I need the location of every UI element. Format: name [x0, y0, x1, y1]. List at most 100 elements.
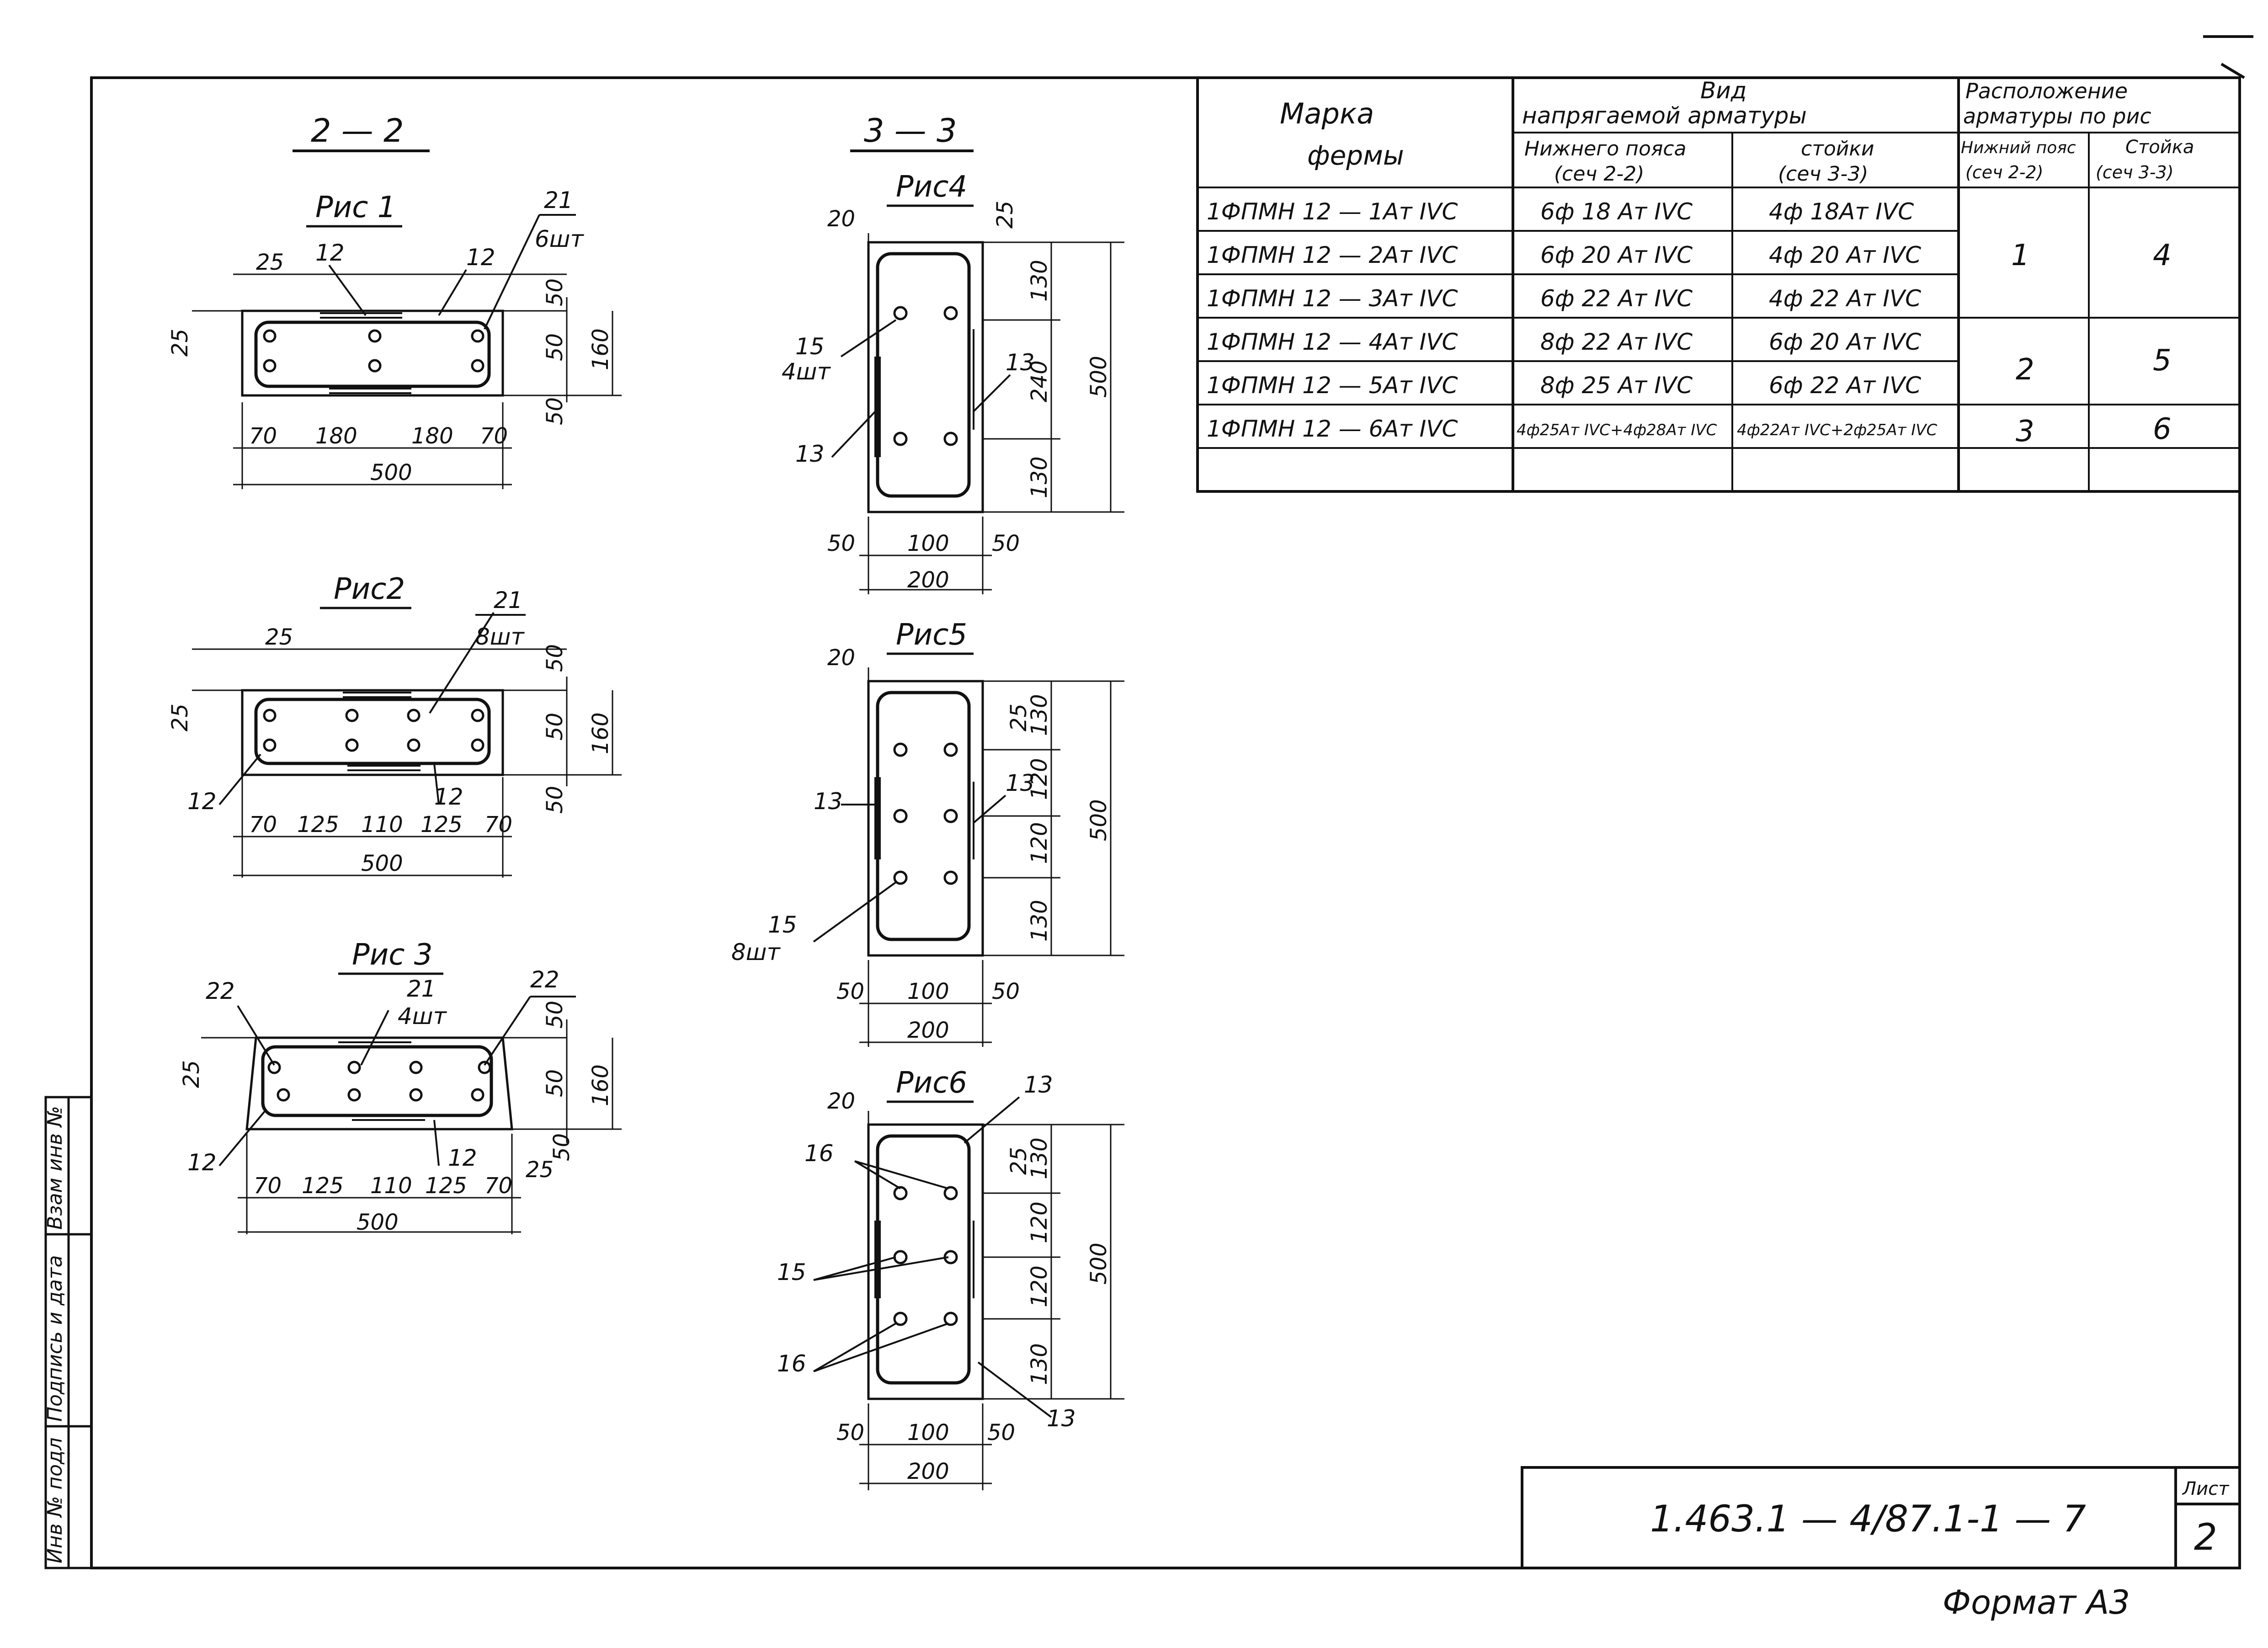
figure-6-dim-bottom-total: 200	[907, 1459, 949, 1484]
reinforcement-table: Марка фермы Вид напрягаемой арматуры Ниж…	[1196, 76, 2241, 493]
table-row-2-low: 6ф 20 Ат IVС	[1540, 242, 1693, 268]
figure-5-dim-right-4: 120	[1027, 822, 1052, 864]
figure-5-dim-right-5: 130	[1027, 900, 1052, 942]
table-header-loc-2: арматуры по рис	[1963, 104, 2151, 128]
figure-2-dim-right-2: 50	[542, 713, 568, 741]
table-row-6-post: 4ф22Ат IVС+2ф25Ат IVС	[1737, 421, 1937, 439]
table-row-3-low: 6ф 22 Ат IVС	[1540, 285, 1693, 312]
figure-3-dim-right-2: 50	[542, 1069, 568, 1097]
figure-5-dim-right-3: 120	[1027, 758, 1052, 800]
figure-5-leader-13b: 13	[1006, 770, 1035, 796]
table-header-loc-low-1: Нижний пояс	[1961, 139, 2076, 157]
table-row-1-mark: 1ФПМН 12 — 1Ат IVС	[1207, 198, 1458, 225]
figure-2-dim-right-total: 160	[588, 712, 613, 754]
figure-2-stirrup	[254, 698, 491, 765]
table-row-5-post: 6ф 22 Ат IVС	[1769, 372, 1921, 399]
figure-6-dim-right-total: 500	[1086, 1243, 1112, 1285]
figure-1-dim-right-3: 50	[542, 397, 568, 425]
figure-3-dim-right-total: 160	[588, 1064, 613, 1106]
figure-6-dim-right-2: 130	[1027, 1137, 1052, 1179]
figure-6-dim-top: 20	[827, 1088, 855, 1114]
figure-1-leader-21-qty: 6шт	[535, 226, 585, 252]
figure-3-dim-bottom-1: 70	[254, 1173, 282, 1199]
side-stamp-signature: Подпись и дата	[43, 1255, 67, 1422]
figure-3-dim-bottom-total: 500	[357, 1210, 399, 1235]
figure-3-leader-21-qty: 4шт	[398, 1003, 447, 1029]
table-header-mark-2: фермы	[1307, 140, 1404, 171]
figure-6-leader-13a: 13	[1024, 1072, 1053, 1098]
table-row-5-mark: 1ФПМН 12 — 5Ат IVС	[1207, 372, 1458, 399]
figure-6-section-outline	[867, 1123, 984, 1400]
figure-4-dim-bottom-1: 50	[827, 531, 855, 556]
figure-3-dim-right-3: 50	[549, 1133, 575, 1161]
figure-4-leader-15-qty: 4шт	[782, 358, 831, 385]
table-header-loc-post-2: (сеч 3-3)	[2096, 162, 2174, 182]
figure-2-leader-12b: 12	[434, 784, 463, 810]
figure-6: Рис6 13 16 15 16 13	[777, 1066, 1124, 1490]
figure-3-bars	[267, 1061, 491, 1102]
figure-3-leader-21: 21	[407, 976, 436, 1002]
figure-5-leader-13a: 13	[814, 788, 843, 815]
figure-4-section-outline	[867, 241, 984, 513]
table-loc-group2-low: 2	[2016, 353, 2034, 387]
figure-5-leader-15-qty: 8шт	[731, 939, 781, 965]
figure-5-dim-bottom-2: 100	[907, 979, 949, 1004]
table-header-loc-low-2: (сеч 2-2)	[1965, 162, 2044, 182]
figure-5-dim-bottom-1: 50	[836, 979, 864, 1004]
figure-6-title: Рис6	[896, 1066, 967, 1100]
side-stamp-inventory: Инв № подл	[43, 1437, 67, 1563]
figure-3-dim-right-4: 25	[526, 1157, 554, 1183]
table-row-4-mark: 1ФПМН 12 — 4Ат IVС	[1207, 329, 1458, 355]
figure-4-dim-bottom-3: 50	[992, 531, 1020, 556]
figure-1-dim-left: 25	[167, 329, 193, 357]
figure-2-dim-bottom-2: 125	[297, 812, 339, 837]
table-row-5-low: 8ф 25 Ат IVС	[1540, 372, 1693, 399]
figure-3-dim-bottom-3: 110	[370, 1173, 412, 1199]
figure-2-bars	[263, 709, 484, 752]
figure-2-dim-right-1: 50	[542, 644, 568, 672]
table-row-1-post: 4ф 18Ат IVС	[1769, 198, 1914, 225]
section-2-2-title: 2 — 2	[311, 112, 404, 149]
document-code: 1.463.1 — 4/87.1-1 — 7	[1650, 1498, 2086, 1540]
table-row-2-post: 4ф 20 Ат IVС	[1769, 242, 1921, 268]
figure-6-dim-right-4: 120	[1027, 1265, 1052, 1307]
figure-3-dim-bottom-4: 125	[425, 1173, 467, 1199]
figure-6-bars	[893, 1186, 958, 1326]
table-header-type-low-1: Нижнего пояса	[1524, 137, 1687, 160]
figure-5-bars	[893, 742, 958, 885]
figure-1-dim-bottom-1: 70	[249, 423, 277, 449]
figure-4-leader-13a: 13	[1006, 349, 1035, 376]
figure-1-stirrup	[254, 320, 491, 388]
figure-2-dim-bottom-3: 110	[361, 812, 403, 837]
table-loc-group1-low: 1	[2011, 239, 2030, 272]
figure-1-dim-bottom-3: 180	[411, 423, 453, 449]
figure-4-dim-right-2: 240	[1027, 360, 1052, 402]
figure-2-dim-right-3: 50	[542, 786, 568, 814]
table-loc-group3-post: 6	[2153, 412, 2172, 446]
figure-2-dim-bottom-5: 70	[484, 812, 512, 837]
figure-1-dim-right-2: 50	[542, 333, 568, 361]
figure-6-leader-16a: 16	[804, 1140, 834, 1167]
sheet-frame	[90, 35, 2253, 1569]
figure-4: Рис4 15 4шт 13 13	[782, 170, 1124, 594]
figure-3-leader-22a: 22	[206, 978, 235, 1004]
table-row-4-post: 6ф 20 Ат IVС	[1769, 329, 1921, 355]
table-loc-group2-post: 5	[2153, 344, 2172, 378]
figure-1-dim-bottom-4: 70	[480, 423, 508, 449]
figure-2-leader-21: 21	[494, 587, 523, 613]
sheet-number: 2	[2194, 1516, 2217, 1558]
figure-2-dim-bottom-4: 125	[421, 812, 463, 837]
table-row-4-low: 8ф 22 Ат IVС	[1540, 329, 1693, 355]
figure-6-leader-13b: 13	[1047, 1405, 1076, 1432]
figure-1-leader-21: 21	[544, 187, 573, 213]
figure-4-dim-bottom-total: 200	[907, 567, 949, 593]
figure-3-leader-22b: 22	[530, 966, 559, 993]
table-row-3-mark: 1ФПМН 12 — 3Ат IVС	[1207, 285, 1458, 312]
title-stamp: 1.463.1 — 4/87.1-1 — 7 Лист 2	[1521, 1466, 2241, 1569]
figure-6-dim-bottom-3: 50	[987, 1420, 1015, 1445]
figure-2-leader-12a: 12	[187, 788, 217, 815]
side-stamp-replace: Взам инв №	[43, 1106, 67, 1230]
figure-6-dim-bottom-2: 100	[907, 1420, 949, 1445]
figure-3-stirrup	[261, 1045, 493, 1117]
